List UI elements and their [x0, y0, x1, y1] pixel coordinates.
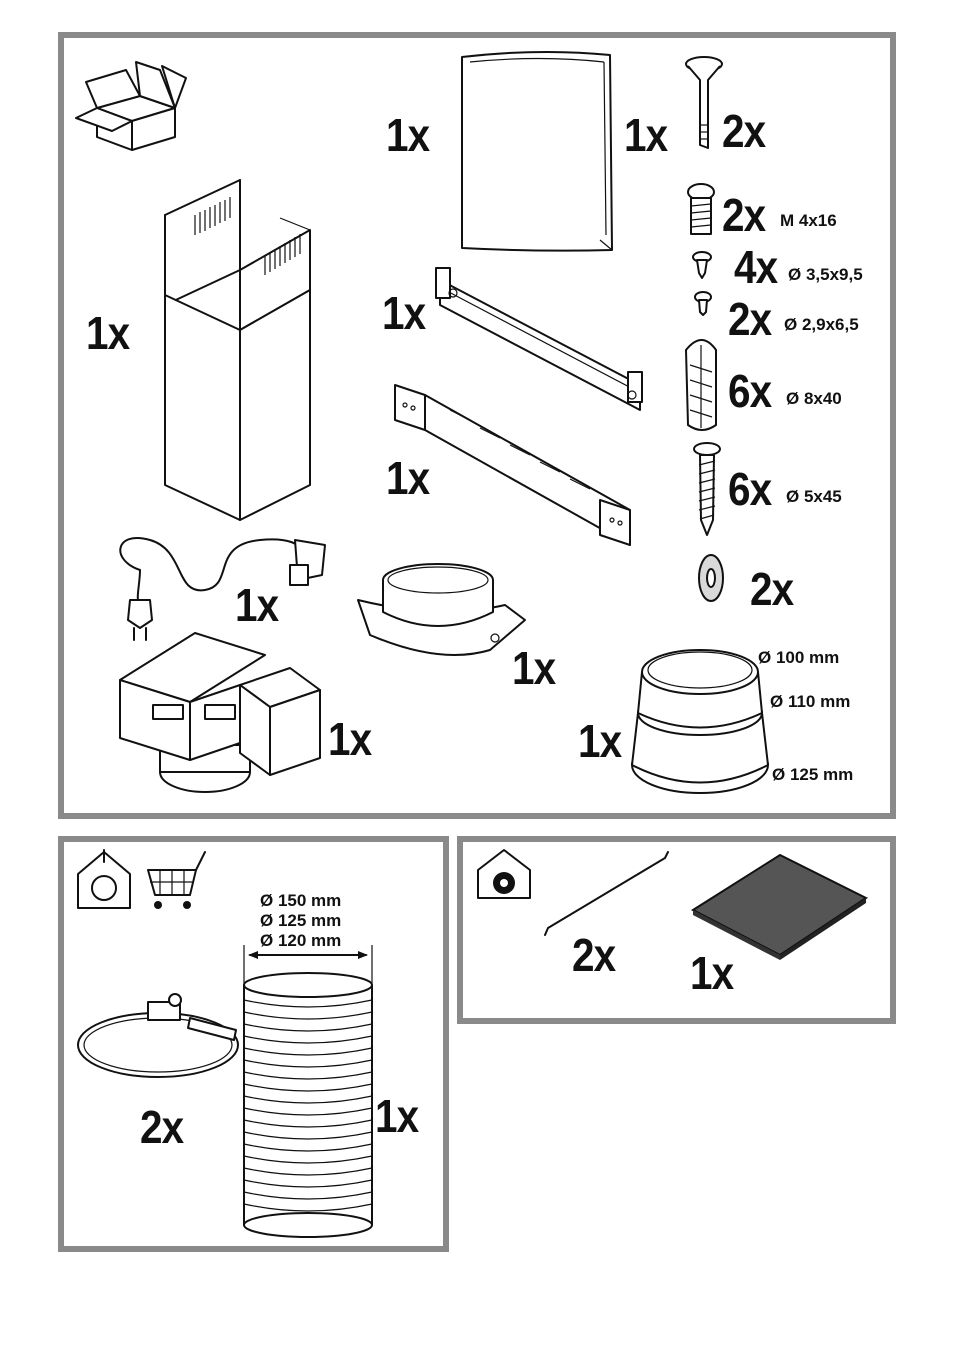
rod-illustration	[545, 852, 668, 935]
filter-quantity: 1x	[690, 950, 733, 996]
rod-quantity: 2x	[572, 932, 615, 978]
carbon-filter-illustration	[693, 855, 866, 960]
house-recirculation-icon	[478, 850, 530, 898]
